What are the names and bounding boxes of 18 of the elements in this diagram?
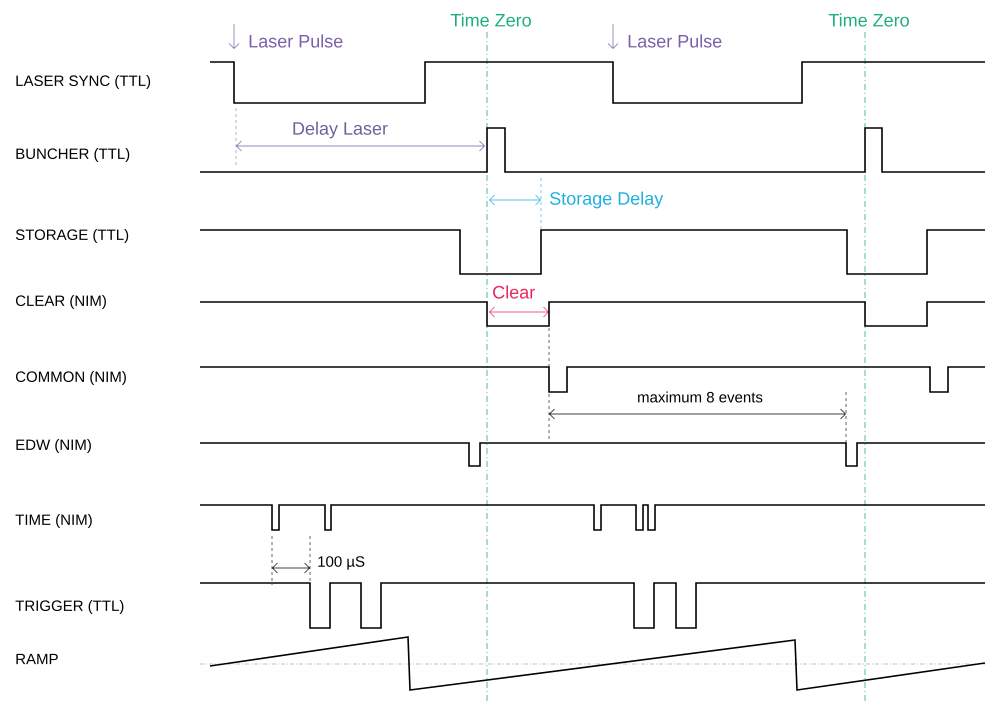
clear-label: Clear: [493, 285, 535, 299]
laser-pulse-label: Laser Pulse: [628, 34, 722, 48]
time-zero-label: Time Zero: [450, 13, 531, 27]
signal-label: LASER SYNC (TTL): [16, 75, 150, 89]
delay-label: Storage Delay: [550, 192, 664, 208]
signal-label: EDW (NIM): [16, 439, 91, 453]
signal-label: RAMP: [16, 654, 58, 664]
duration-label: maximum 8 events: [638, 392, 762, 402]
signal-label: COMMON (NIM): [16, 371, 126, 385]
duration-label: 100 µS: [318, 556, 364, 570]
signal-label: CLEAR (NIM): [16, 295, 106, 309]
time-zero-label: Time Zero: [828, 13, 909, 27]
laser-pulse-label: Laser Pulse: [250, 34, 342, 48]
delay-label: Delay Laser: [293, 122, 388, 138]
signal-label: TRIGGER (TTL): [16, 600, 124, 614]
signal-label: STORAGE (TTL): [16, 229, 128, 243]
signal-label: TIME (NIM): [16, 514, 92, 528]
signal-label: BUNCHER (TTL): [16, 148, 130, 162]
